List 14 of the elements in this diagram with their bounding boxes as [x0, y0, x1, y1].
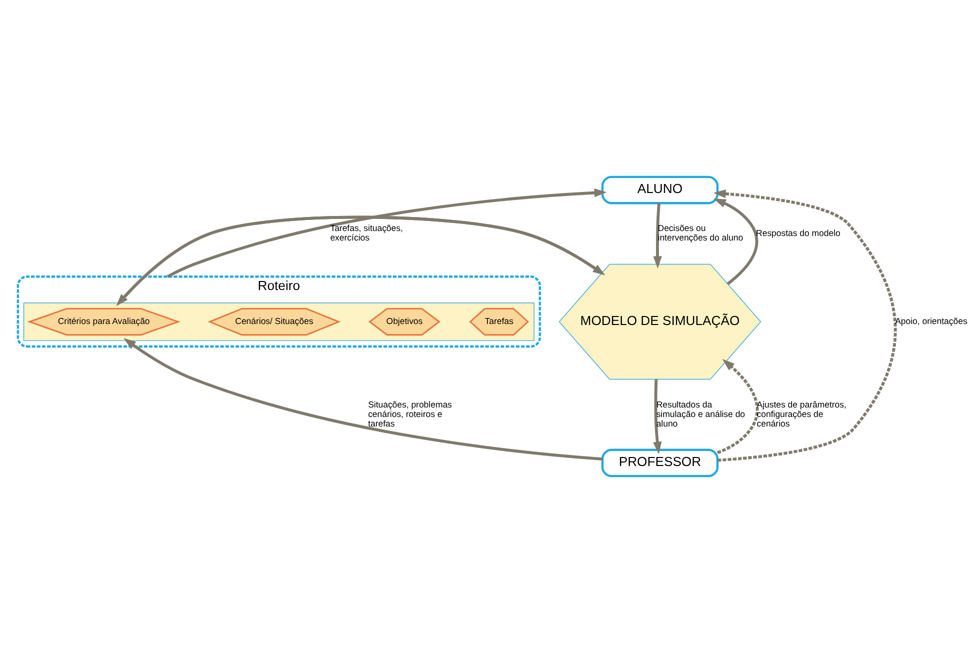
edge-label: Situações, problemas cenários, roteiros e tarefas	[368, 398, 452, 428]
arrow	[124, 338, 602, 460]
edge-label: Tarefas, situações, exercícios	[330, 222, 403, 242]
edge-label: Respostas do modelo	[756, 227, 840, 238]
arrow	[653, 378, 662, 454]
edge-label: Ajustes de parâmetros, configurações de cenários	[756, 398, 846, 428]
node-box: PROFESSOR	[601, 448, 719, 477]
cluster	[23, 302, 534, 341]
arrow	[713, 188, 897, 462]
node-box: ALUNO	[601, 175, 719, 204]
arrow	[713, 198, 758, 285]
edge-label: Apoio, orientações	[895, 316, 968, 326]
arrow	[716, 358, 759, 454]
arrow	[653, 202, 662, 268]
